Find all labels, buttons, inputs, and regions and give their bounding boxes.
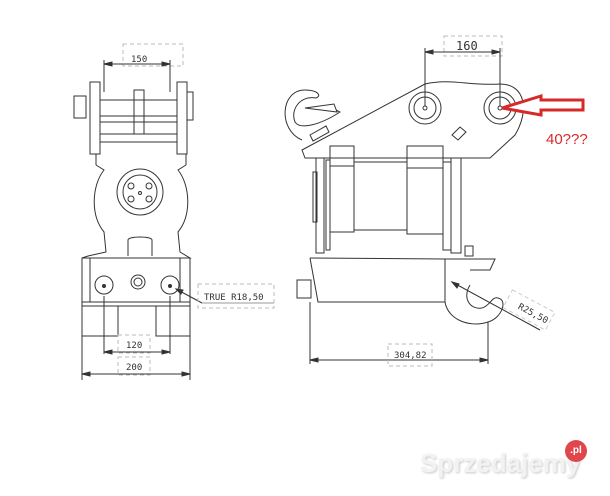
red-arrow-annotation [501, 93, 585, 117]
dim-150: 150 [131, 55, 147, 65]
dim-120: 120 [126, 341, 142, 351]
front-view [73, 43, 275, 380]
dim-true-r18-50: TRUE R18,50 [204, 293, 264, 303]
dim-160: 160 [456, 39, 478, 53]
watermark-badge: .pl [565, 440, 587, 462]
dim-r25-50: R25,50 [516, 302, 549, 326]
annotation-text: 40??? [546, 131, 588, 148]
dim-200: 200 [126, 363, 142, 373]
dim-304-82: 304,82 [394, 351, 427, 361]
side-view [284, 35, 556, 367]
watermark-logo: Sprzedajemy [420, 448, 581, 478]
